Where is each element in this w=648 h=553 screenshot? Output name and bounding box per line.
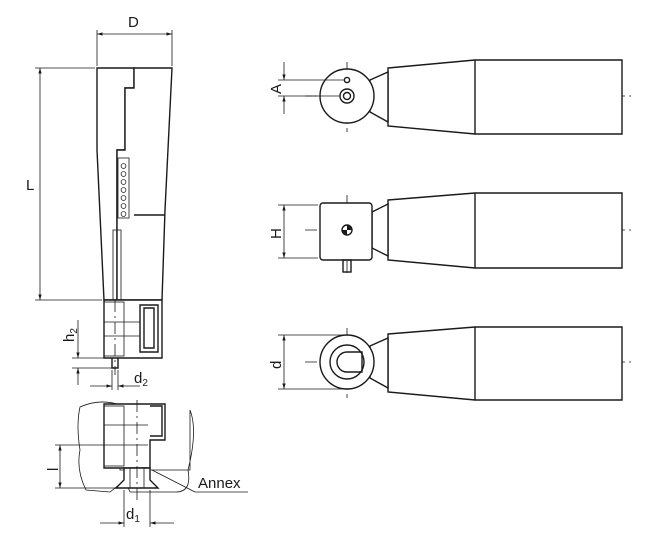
label-h2: h2 [61, 328, 80, 342]
label-H: H [268, 228, 285, 239]
view-type-d [305, 326, 635, 401]
annex-callout: Annex [151, 469, 248, 493]
dim-D: D [96, 14, 173, 66]
dim-L: L [26, 67, 102, 301]
label-D: D [128, 14, 139, 31]
dim-A: A [268, 62, 344, 114]
spring [117, 157, 130, 219]
label-d1: d1 [126, 506, 140, 525]
label-d2: d2 [134, 370, 148, 389]
hub-circle-d [319, 334, 375, 390]
dim-H: H [268, 204, 318, 259]
label-annex: Annex [198, 475, 241, 492]
label-L: L [26, 177, 34, 194]
dim-d: d [268, 334, 344, 390]
annex-detail [77, 400, 194, 500]
label-l: l [45, 468, 62, 471]
view-type-H [305, 192, 635, 275]
view-type-A [305, 59, 635, 135]
dim-d2: d2 [90, 370, 148, 390]
section-view [96, 67, 173, 375]
dim-l: l [45, 444, 116, 489]
label-d: d [268, 361, 285, 369]
label-A: A [268, 84, 285, 94]
grip-outline [116, 67, 173, 301]
